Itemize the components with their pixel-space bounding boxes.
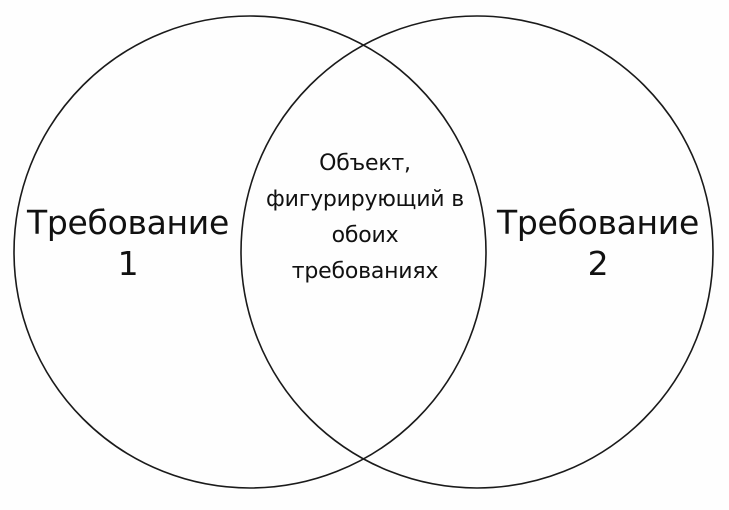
circle-requirement-2	[240, 15, 714, 489]
set-2-title: Требование	[497, 203, 699, 242]
intersection-label: Объект, фигурирующий в обоих требованиях	[234, 146, 496, 290]
intersection-line-1: Объект,	[319, 151, 411, 176]
intersection-line-4: требованиях	[291, 259, 439, 284]
set-2-label: Требование 2	[482, 202, 714, 284]
intersection-line-2: фигурирующий в	[266, 187, 464, 212]
circle-requirement-1	[13, 15, 487, 489]
set-1-label: Требование 1	[12, 202, 244, 284]
set-1-number: 1	[117, 244, 139, 283]
set-2-number: 2	[587, 244, 609, 283]
set-1-title: Требование	[27, 203, 229, 242]
intersection-line-3: обоих	[331, 223, 399, 248]
